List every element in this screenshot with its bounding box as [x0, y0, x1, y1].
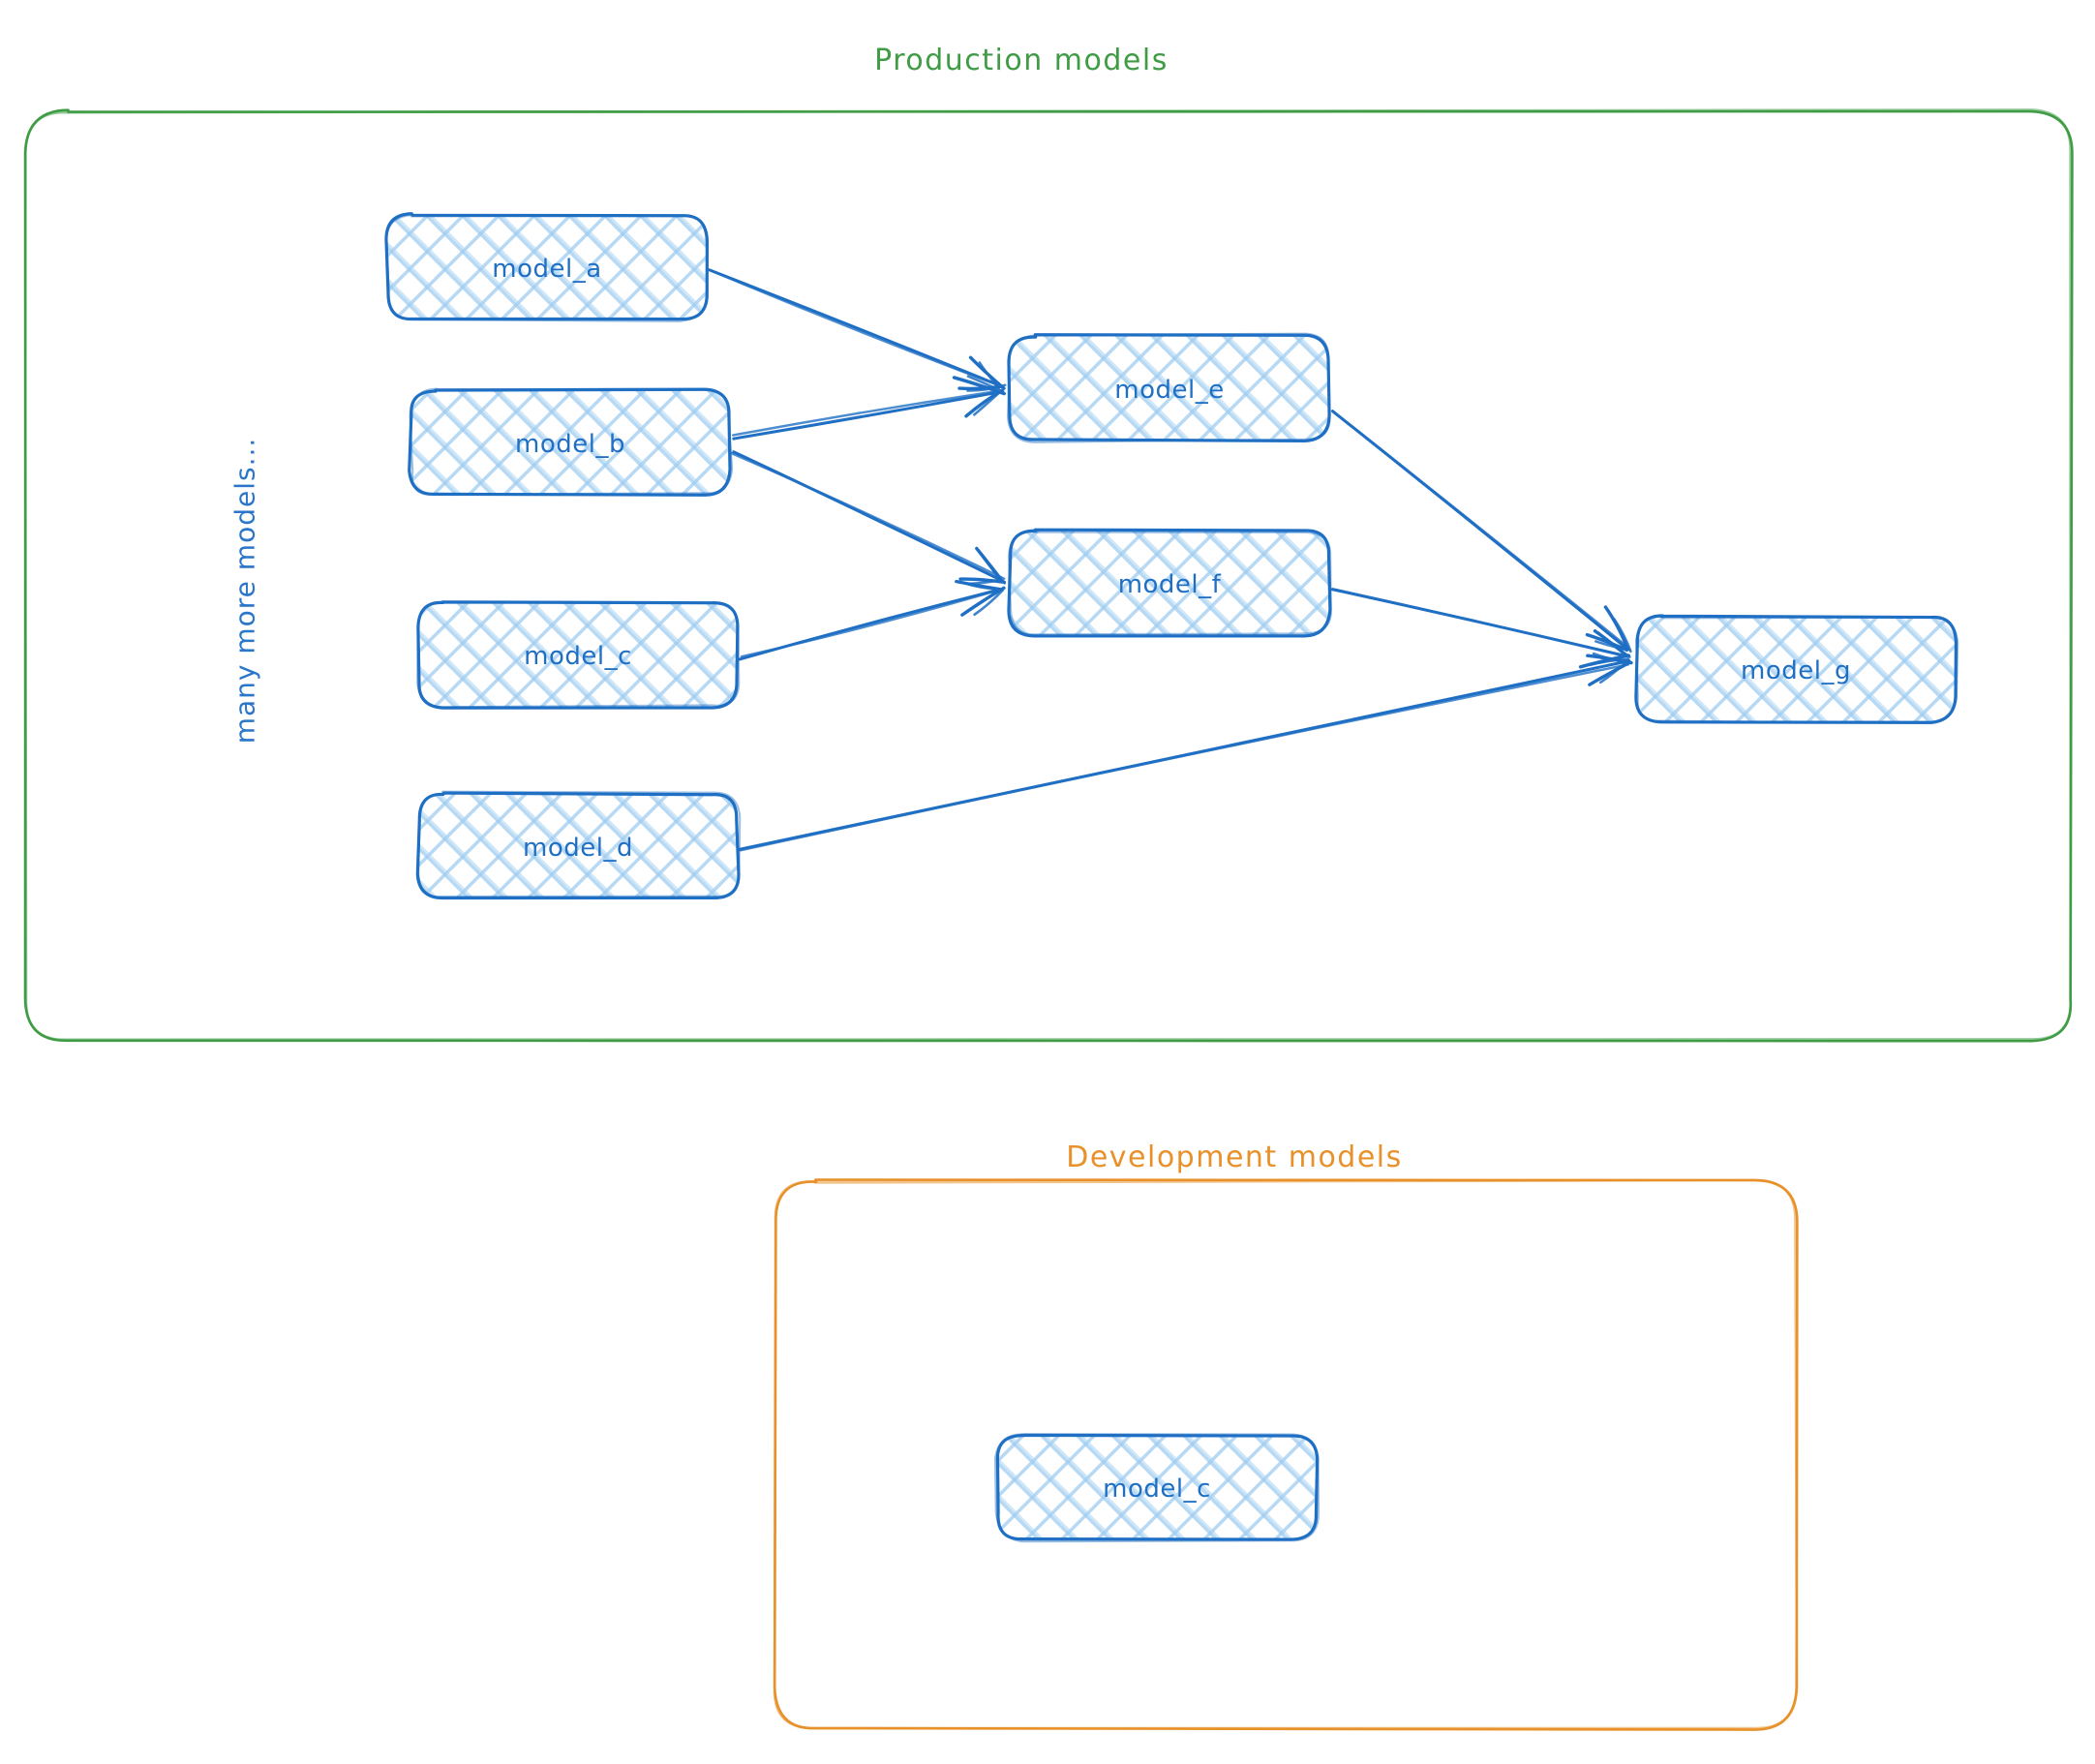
side-note-many-more-models: many more models... — [228, 437, 261, 745]
group-title-development: Development models — [1066, 1141, 1403, 1174]
node-model_f[interactable] — [1007, 528, 1332, 638]
edge-model_c-to-model_f — [738, 579, 1006, 661]
node-label-model_g: model_g — [1741, 656, 1851, 685]
node-model_b[interactable] — [408, 387, 734, 497]
node-model_c[interactable] — [416, 600, 741, 710]
node-label-model_c: model_c — [524, 642, 632, 671]
edge-model_b-to-model_e — [731, 375, 1006, 441]
node-dev_model_c[interactable] — [993, 1433, 1321, 1543]
node-shapes — [384, 212, 1959, 1543]
group-border-development — [773, 1178, 1799, 1730]
edge-model_a-to-model_e — [707, 268, 1007, 392]
edge-connectors — [707, 268, 1633, 852]
node-label-model_f: model_f — [1117, 570, 1222, 599]
edge-model_b-to-model_f — [729, 450, 1006, 586]
edge-model_d-to-model_g — [738, 652, 1633, 852]
node-label-model_a: model_a — [492, 255, 602, 284]
group-title-production: Production models — [874, 44, 1169, 77]
node-label-dev_model_c: model_c — [1103, 1475, 1211, 1504]
node-model_g[interactable] — [1634, 614, 1959, 725]
node-model_a[interactable] — [384, 212, 710, 322]
node-model_d[interactable] — [415, 790, 742, 900]
node-model_e[interactable] — [1006, 332, 1331, 443]
node-label-model_d: model_d — [523, 834, 633, 863]
edge-model_e-to-model_g — [1330, 410, 1632, 654]
node-label-model_e: model_e — [1114, 376, 1225, 405]
group-border-production — [23, 108, 2073, 1042]
edge-model_f-to-model_g — [1329, 588, 1631, 669]
node-label-model_b: model_b — [515, 430, 625, 459]
group-containers — [23, 108, 2074, 1731]
